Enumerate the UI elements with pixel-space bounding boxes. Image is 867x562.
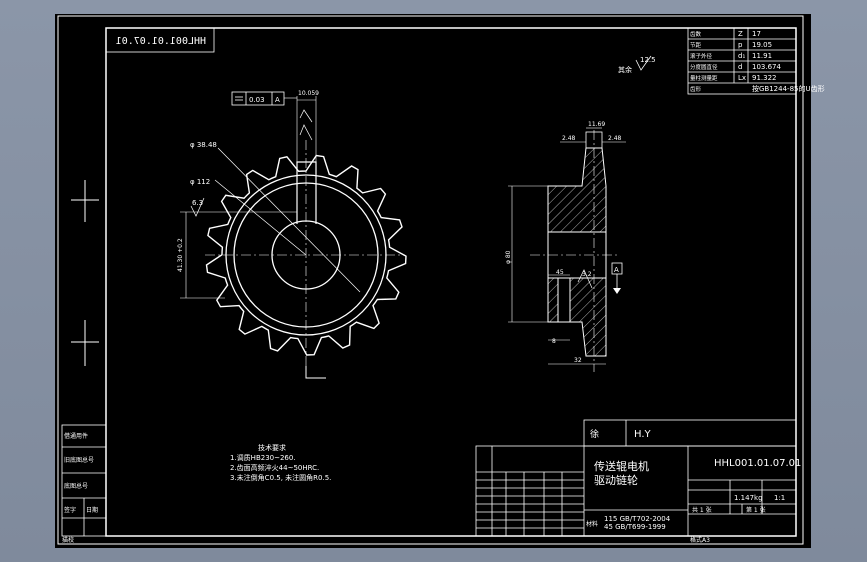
left-strip-label-3: 签字 [64,506,76,514]
param-sym-2: d₁ [738,52,745,60]
drawing-frame [57,15,804,545]
title-material-label: 材料 [586,520,598,528]
sprocket-front-view [180,91,407,379]
param-label-4: 量柱测量距 [690,74,718,82]
flatness-datum: A [275,96,280,104]
side-dim-8: 8 [552,338,556,345]
left-strip-label-2: 底图总号 [64,482,88,490]
title-company: H.Y [634,429,652,440]
param-sym-4: Lx [738,74,746,82]
param-sym-1: p [738,41,743,49]
title-bottom-right: 格式A3 [690,536,710,544]
title-scale: 1:1 [774,494,785,502]
title-mass: 1.147kg [734,494,763,502]
param-label-0: 齿数 [690,30,702,38]
title-product-name-2: 驱动链轮 [594,473,638,487]
tech-req-line-3: 3.未注倒角C0.5, 未注圆角R0.5. [230,473,331,482]
title-material-1: 115 GB/T702-2004 [604,515,671,523]
mirrored-drawing-number: HHL001.01.07.01 [116,36,206,47]
title-sheet-no: 第 1 张 [746,506,766,514]
tech-req-line-1: 1.调质HB230~260. [230,453,296,462]
param-label-5: 齿形 [690,85,702,93]
left-strip-label-4: 日期 [86,506,98,514]
left-strip-table [61,424,107,537]
side-right-chamfer-dim: 2.48 [608,135,622,142]
side-bore-diameter-dim: φ 80 [505,250,512,264]
param-val-1: 19.05 [752,41,772,49]
roughness-value: 12.5 [640,56,656,64]
param-label-1: 节距 [690,41,702,49]
title-bottom-left: 描校 [62,536,74,544]
title-drawing-number: HHL001.01.07.01 [714,458,801,469]
parameter-table [687,27,797,95]
param-val-3: 103.674 [752,63,781,71]
roughness-suffix: 其余 [618,65,632,74]
side-ref-45: 45 [556,269,564,276]
param-val-4: 91.322 [752,74,777,82]
side-dim-32: 32 [574,357,582,364]
roughness-6-3: 6.3 [192,199,203,207]
sprocket-section-view [508,127,626,372]
side-top-width-dim: 11.69 [588,121,605,128]
tech-req-line-2: 2.齿面高频淬火44~50HRC. [230,463,319,472]
param-val-5: 按GB1244-85的U齿形 [752,84,825,93]
title-product-name-1: 传送辊电机 [594,459,649,473]
binding-marks [71,180,99,366]
param-label-3: 分度圆直径 [690,63,718,71]
keyway-width-dim: 10.059 [298,90,319,97]
technical-requirements: 技术要求 1.调质HB230~260. 2.齿面高频淬火44~50HRC. 3.… [230,443,331,482]
param-sym-3: d [738,63,742,71]
tech-req-title: 技术要求 [258,443,286,452]
sprocket-teeth-outline [205,154,407,356]
title-material-2: 45 GB/T699-1999 [604,523,666,531]
parameter-rows: 齿数 Z 17 节距 p 19.05 滚子外径 d₁ 11.91 分度圆直径 d 103.674 量柱测… [690,30,825,93]
param-val-0: 17 [752,30,761,38]
param-sym-0: Z [738,30,743,38]
keyway [296,161,317,224]
side-datum-a: A [614,266,619,274]
side-left-chamfer-dim: 2.48 [562,135,576,142]
param-label-2: 滚子外径 [690,52,713,60]
title-unit-label: 徐 [590,428,599,440]
side-roughness-3-2: 3.2 [582,271,592,278]
left-strip-label-1: 旧底图总号 [64,456,94,464]
param-val-2: 11.91 [752,52,772,60]
title-sheet: 共 1 张 [692,506,712,514]
left-strip-label-0: 借通用件 [64,432,88,440]
mirrored-number-box: HHL001.01.07.01 [105,27,215,53]
flatness-tolerance: 0.03 [249,96,265,104]
title-block-grid [475,419,797,537]
hub-diameter-dim: φ 112 [190,178,210,186]
keyway-depth-dim: 41.30 +0.2 [177,238,184,272]
general-roughness-note: 其余 12.5 [618,55,656,74]
model-space-viewport[interactable] [55,14,811,548]
outer-diameter-dim: φ 38.48 [190,141,217,149]
